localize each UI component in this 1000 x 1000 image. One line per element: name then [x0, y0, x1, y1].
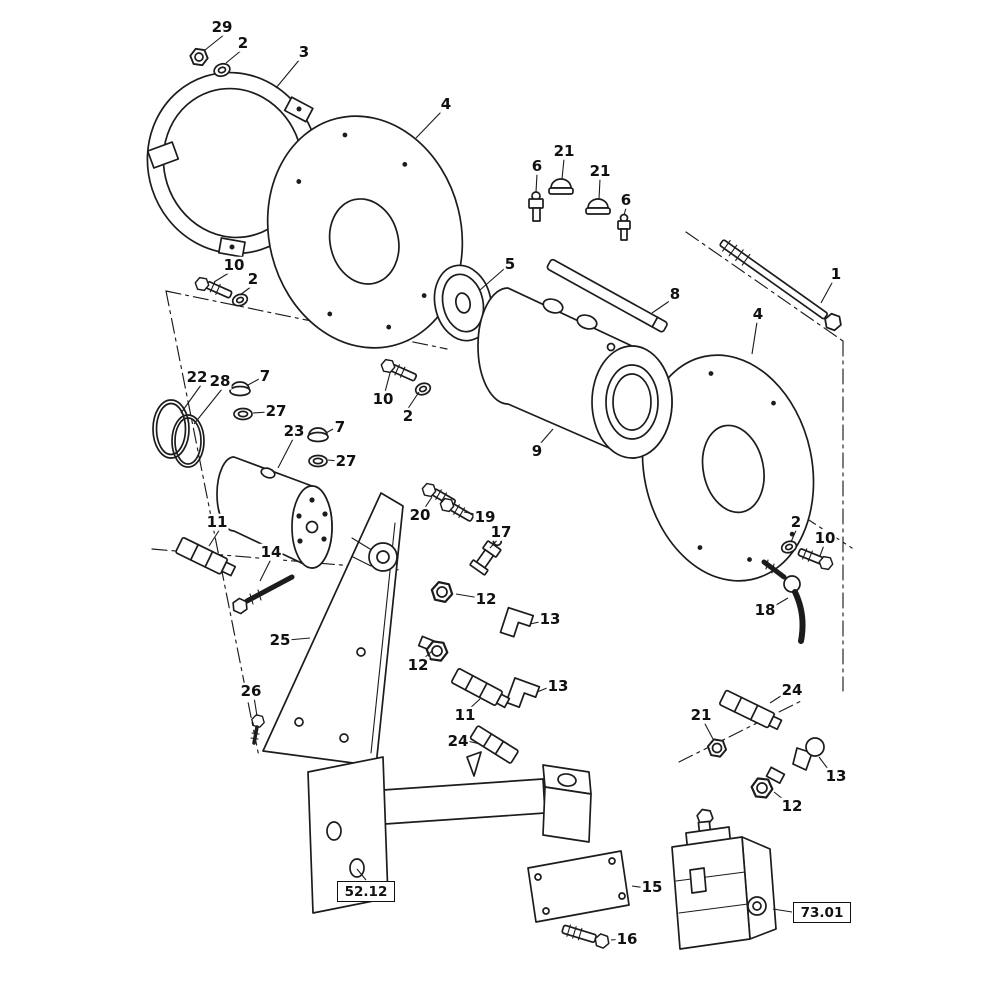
part-callout-12: 12	[474, 589, 498, 608]
part-callout-23: 23	[282, 421, 306, 440]
part-callout-15: 15	[640, 877, 664, 896]
part-plug-12b	[417, 635, 450, 663]
part-elbow-13a	[499, 606, 535, 638]
part-cap-nut-21r	[705, 737, 729, 759]
part-lever	[761, 559, 806, 644]
part-callout-17: 17	[489, 522, 513, 541]
part-callout-7: 7	[258, 366, 272, 385]
part-plug-12r	[749, 766, 786, 800]
part-valve-housing	[216, 456, 333, 569]
part-bolt-19	[438, 497, 474, 522]
part-callout-10: 10	[813, 528, 837, 547]
part-plug-12a	[428, 579, 456, 605]
part-callout-5: 5	[503, 254, 517, 273]
part-bolt-26	[249, 713, 267, 745]
part-cover-plate	[527, 850, 630, 923]
part-callout-6: 6	[530, 156, 544, 175]
part-callout-19: 19	[473, 507, 497, 526]
part-mounting-bracket	[307, 756, 592, 914]
part-callout-22: 22	[185, 367, 209, 386]
part-callout-24: 24	[446, 731, 470, 750]
part-callout-27: 27	[264, 401, 288, 420]
part-brake-housing	[477, 287, 673, 459]
part-plugs-and-seals	[229, 381, 329, 468]
part-bolt-washer-b	[379, 358, 432, 396]
part-callout-21: 21	[552, 141, 576, 160]
part-fitting-11a	[175, 537, 237, 577]
part-callout-14: 14	[259, 542, 283, 561]
part-seal-disc	[433, 264, 493, 342]
part-nozzle-24b	[466, 725, 519, 777]
part-adapter-plate-right	[641, 354, 815, 582]
part-o-rings	[152, 399, 205, 468]
part-callout-10: 10	[371, 389, 395, 408]
part-bolt-14	[229, 574, 295, 616]
part-adapter-plate-left	[266, 115, 464, 349]
part-callout-21: 21	[689, 705, 713, 724]
part-long-bolt	[719, 239, 845, 333]
part-callout-13: 13	[824, 766, 848, 785]
section-ref-52.12[interactable]: 52.12	[337, 881, 395, 902]
part-callout-1: 1	[829, 264, 843, 283]
part-bolt-16	[561, 924, 612, 951]
part-callout-25: 25	[268, 630, 292, 649]
part-control-valve	[671, 807, 777, 950]
part-callout-4: 4	[439, 94, 453, 113]
part-callout-8: 8	[668, 284, 682, 303]
part-breather-fittings	[528, 178, 631, 241]
part-callout-16: 16	[615, 929, 639, 948]
part-callout-6: 6	[619, 190, 633, 209]
part-callout-18: 18	[753, 600, 777, 619]
part-callout-27: 27	[334, 451, 358, 470]
part-callout-4: 4	[751, 304, 765, 323]
part-bolt-washer-c	[780, 540, 835, 571]
part-callout-28: 28	[208, 371, 232, 390]
part-callout-20: 20	[408, 505, 432, 524]
part-callout-2: 2	[789, 512, 803, 531]
part-callout-7: 7	[333, 417, 347, 436]
part-callout-2: 2	[401, 406, 415, 425]
part-pipe	[546, 258, 668, 333]
part-callout-26: 26	[239, 681, 263, 700]
part-callout-11: 11	[453, 705, 477, 724]
part-bolt-washer-a	[193, 276, 249, 307]
part-callout-21: 21	[588, 161, 612, 180]
part-callout-2: 2	[246, 269, 260, 288]
part-nut-and-washer-top	[188, 47, 231, 78]
part-callout-3: 3	[297, 42, 311, 61]
part-fitting-24r	[719, 689, 783, 731]
part-callout-29: 29	[210, 17, 234, 36]
part-fitting-11b	[451, 668, 511, 709]
part-elbow-13r	[792, 737, 825, 771]
part-callout-2: 2	[236, 33, 250, 52]
part-callout-12: 12	[406, 655, 430, 674]
part-callout-13: 13	[538, 609, 562, 628]
part-callout-24: 24	[780, 680, 804, 699]
part-callout-11: 11	[205, 512, 229, 531]
section-ref-73.01[interactable]: 73.01	[793, 902, 851, 923]
part-callout-13: 13	[546, 676, 570, 695]
part-callout-10: 10	[222, 255, 246, 274]
part-callout-9: 9	[530, 441, 544, 460]
part-callout-12: 12	[780, 796, 804, 815]
